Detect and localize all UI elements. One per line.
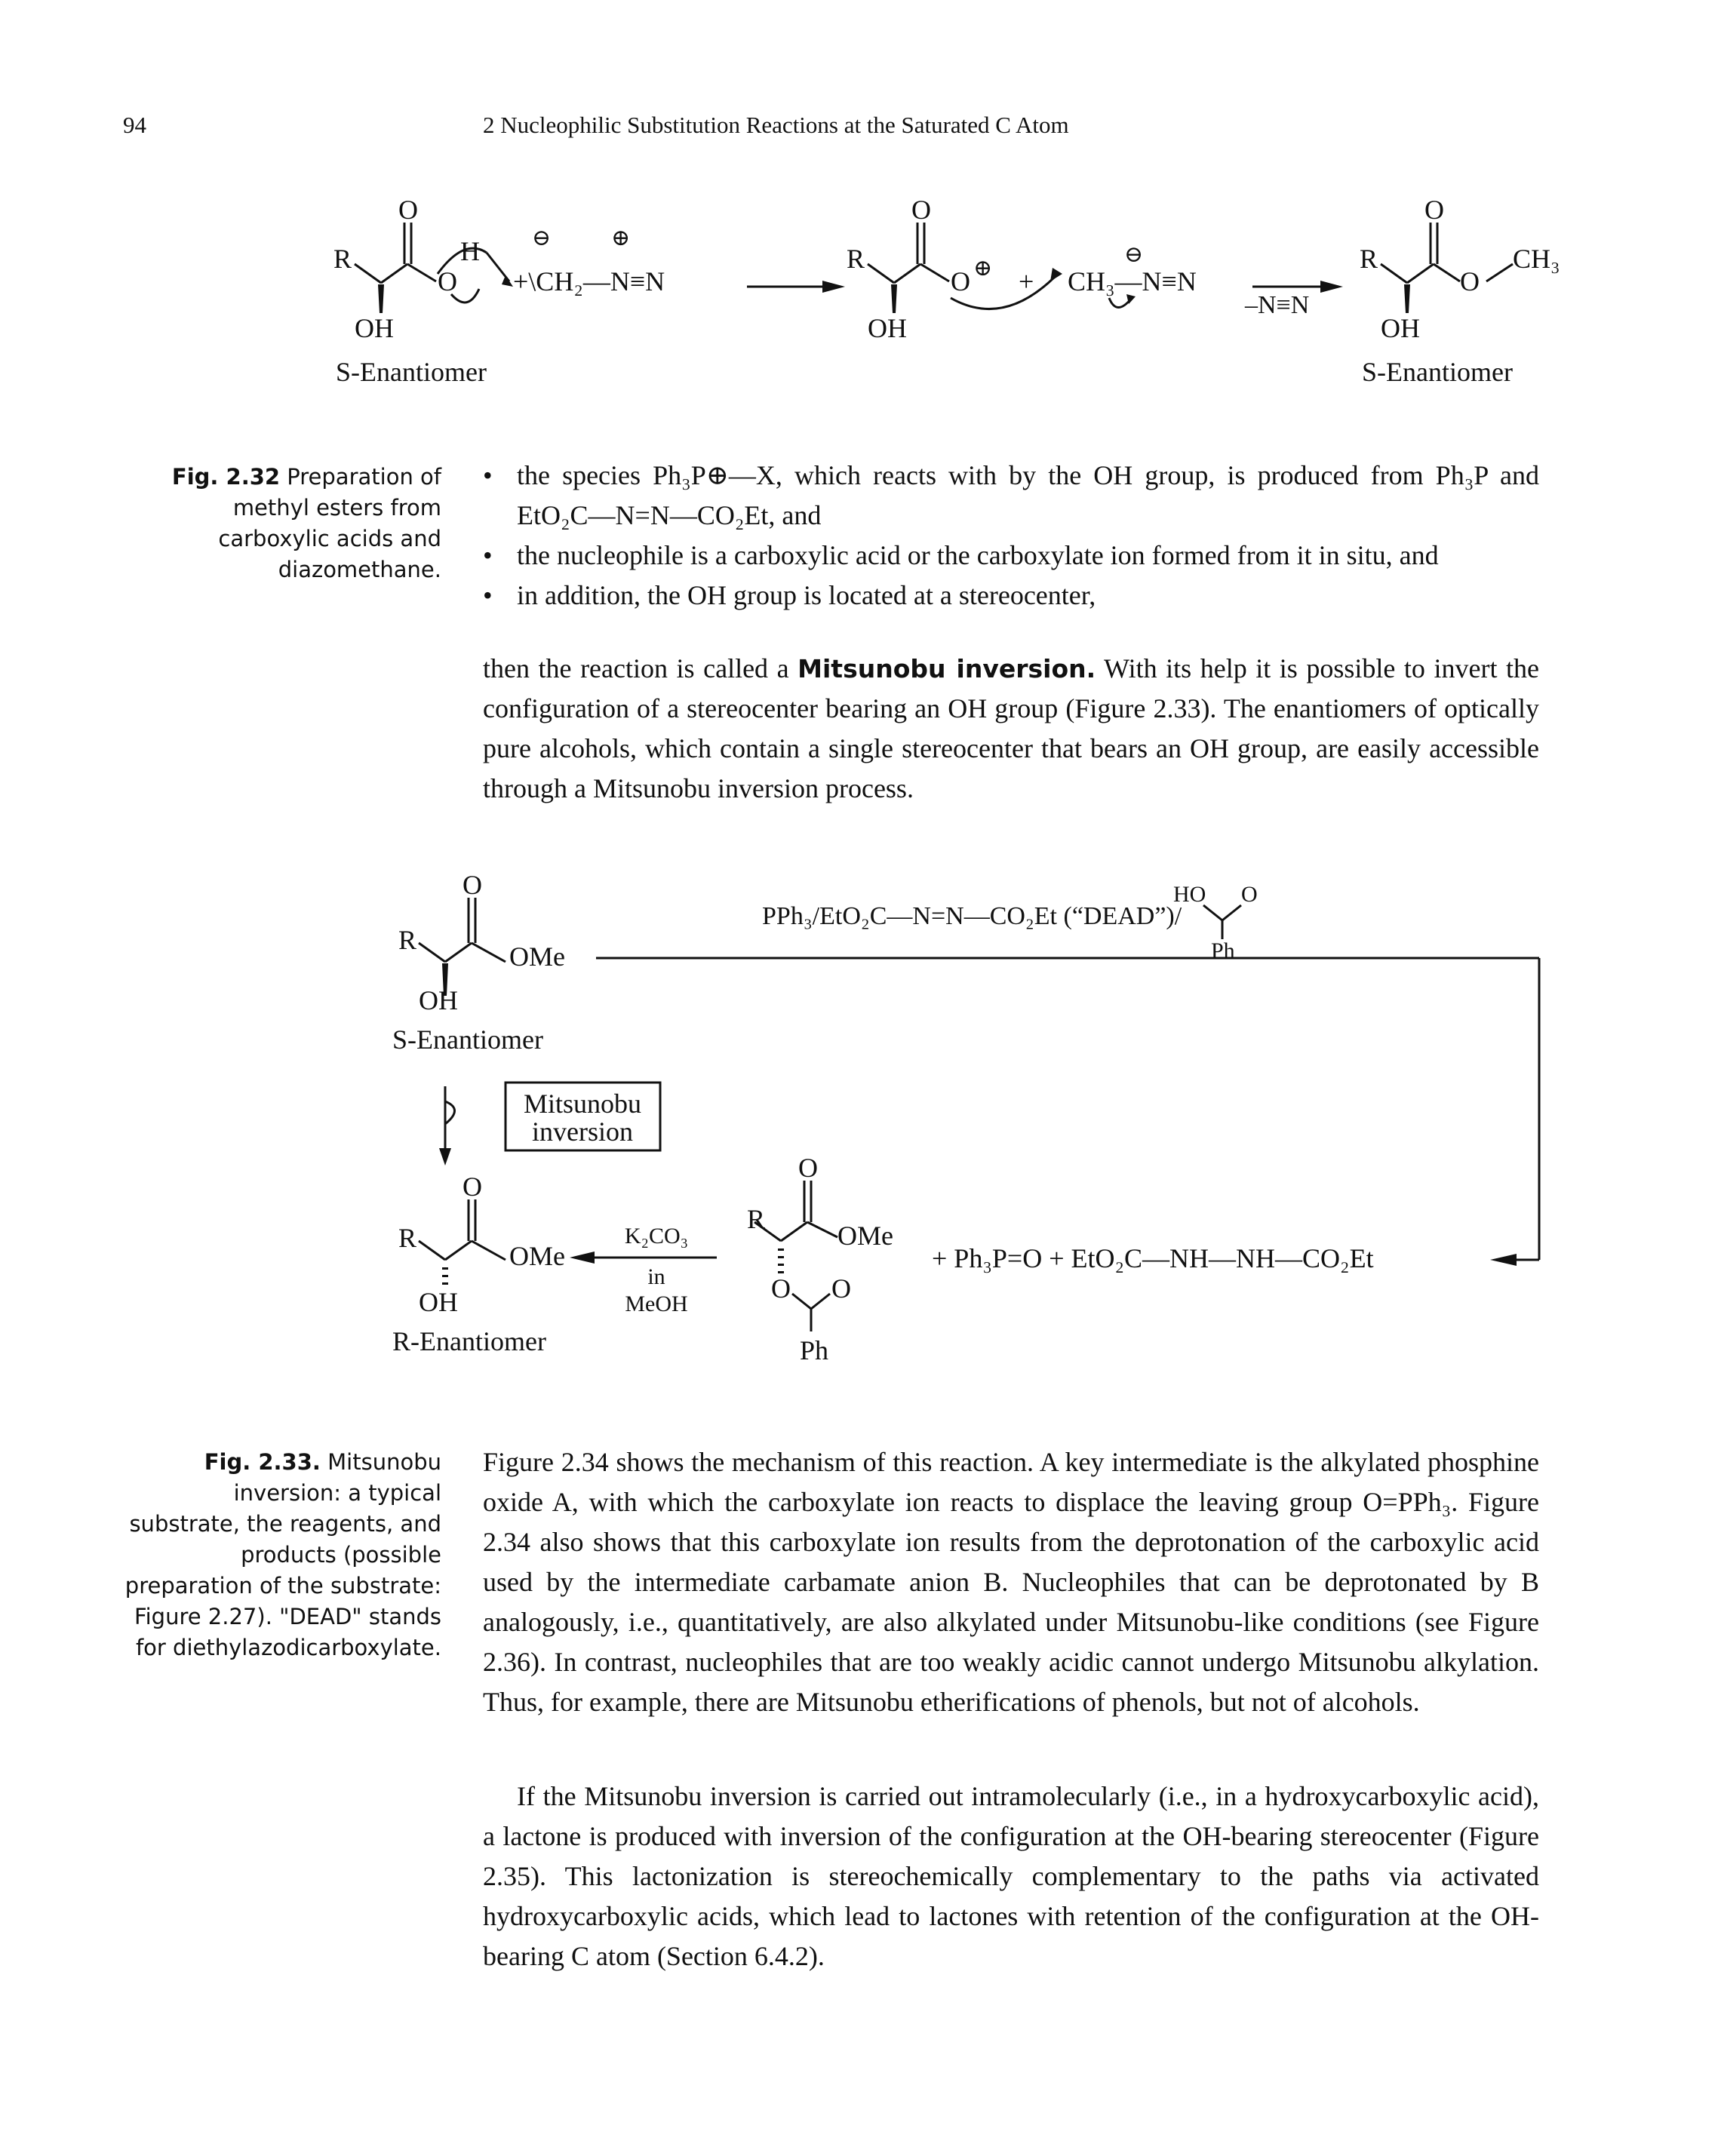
svg-text:O: O — [771, 1273, 791, 1304]
svg-text:O: O — [1460, 266, 1480, 296]
para1-after: With its help it is possible to invert t… — [483, 653, 1539, 803]
svg-text:+: + — [1019, 266, 1034, 296]
paragraph-mechanism: Figure 2.34 shows the mechanism of this … — [483, 1447, 1539, 1717]
mitsunobu-term: Mitsunobu inversion. — [797, 654, 1096, 683]
svg-text:R: R — [333, 244, 352, 274]
svg-text:H: H — [460, 236, 480, 266]
acid-ho: HO — [1173, 882, 1206, 907]
in-text: in — [647, 1264, 665, 1289]
svg-text:O: O — [831, 1273, 851, 1304]
conditions-list: the species Ph₃P⊕—X, which reacts with b… — [483, 456, 1539, 616]
svg-text:OMe: OMe — [509, 1241, 565, 1271]
reagents-text: PPh₃/EtO₂C—N=N—CO₂Et (“DEAD”)/ — [762, 902, 1182, 930]
svg-text:OMe: OMe — [837, 1221, 893, 1251]
svg-text:O: O — [463, 1172, 482, 1202]
svg-text:O: O — [798, 1153, 818, 1183]
svg-text:⊕: ⊕ — [611, 226, 630, 250]
k2co3-text: K₂CO₃ — [625, 1224, 688, 1248]
svg-text:OH: OH — [355, 313, 394, 343]
figure-2-33-label: Fig. 2.33. — [204, 1449, 321, 1475]
scheme1-left-label: S-Enantiomer — [336, 357, 487, 387]
svg-text:CH₃—N≡N: CH₃—N≡N — [1068, 266, 1197, 296]
list-item: in addition, the OH group is located at … — [483, 576, 1539, 616]
page-number: 94 — [123, 112, 146, 138]
svg-text:R: R — [1360, 244, 1378, 274]
list-item: the species Ph₃P⊕—X, which reacts with b… — [483, 456, 1539, 536]
figure-2-32-caption: Fig. 2.32 Preparation of methyl esters f… — [117, 462, 441, 585]
para1-before: then the reaction is called a — [483, 653, 798, 683]
svg-text:O: O — [398, 195, 418, 225]
paragraph-mitsunobu: then the reaction is called a Mitsunobu … — [483, 649, 1539, 809]
svg-text:O: O — [951, 266, 970, 296]
figure-2-33-text: Mitsunobu inversion: a typical substrate… — [124, 1449, 441, 1660]
svg-text:OH: OH — [1381, 313, 1420, 343]
svg-text:OH: OH — [868, 313, 907, 343]
svg-text:O: O — [911, 195, 931, 225]
product-label: R-Enantiomer — [392, 1326, 546, 1356]
byproducts-text: + Ph₃P=O + EtO₂C—NH—NH—CO₂Et — [932, 1243, 1374, 1273]
svg-text:OH: OH — [419, 1287, 458, 1317]
svg-text:⊖: ⊖ — [532, 226, 551, 250]
paragraph-lactonization: If the Mitsunobu inversion is carried ou… — [483, 1781, 1539, 1971]
scheme-mitsunobu: R O OMe OH S-Enantiomer PPh₃/EtO₂C—N=N—C… — [392, 870, 1541, 1365]
svg-text:R: R — [398, 1223, 416, 1253]
svg-text:⊕: ⊕ — [973, 256, 992, 281]
svg-text:OH: OH — [419, 985, 458, 1015]
figure-2-33-caption: Fig. 2.33. Mitsunobu inversion: a typica… — [117, 1447, 441, 1663]
box-line1: Mitsunobu — [524, 1089, 641, 1119]
svg-text:R: R — [847, 244, 865, 274]
svg-text:CH₃: CH₃ — [1513, 244, 1560, 274]
svg-text:⊖: ⊖ — [1124, 242, 1143, 267]
box-line2: inversion — [532, 1116, 633, 1147]
start-label: S-Enantiomer — [392, 1024, 543, 1055]
figure-2-32-text: Preparation of methyl esters from carbox… — [218, 464, 441, 582]
svg-text:+\CH₂—N≡N: +\CH₂—N≡N — [513, 266, 665, 296]
meoh-text: MeOH — [625, 1291, 687, 1316]
acid-ph: Ph — [1211, 938, 1235, 963]
list-item: the nucleophile is a carboxylic acid or … — [483, 536, 1539, 576]
figure-2-32-label: Fig. 2.32 — [171, 464, 281, 490]
svg-text:R: R — [747, 1204, 765, 1234]
scheme1-byproduct: –N≡N — [1244, 291, 1309, 319]
svg-text:O: O — [438, 266, 457, 296]
svg-text:O: O — [463, 870, 482, 900]
svg-text:OMe: OMe — [509, 941, 565, 972]
running-header: 2 Nucleophilic Substitution Reactions at… — [483, 112, 1069, 138]
svg-text:O: O — [1424, 195, 1444, 225]
acid-o: O — [1241, 882, 1258, 907]
scheme-diazomethane: R O O H OH ⊖ +\CH₂—N≡N ⊕ R O O ⊕ OH + CH… — [333, 195, 1560, 387]
svg-text:R: R — [398, 925, 416, 955]
scheme1-right-label: S-Enantiomer — [1362, 357, 1513, 387]
ester-ph: Ph — [800, 1335, 828, 1365]
